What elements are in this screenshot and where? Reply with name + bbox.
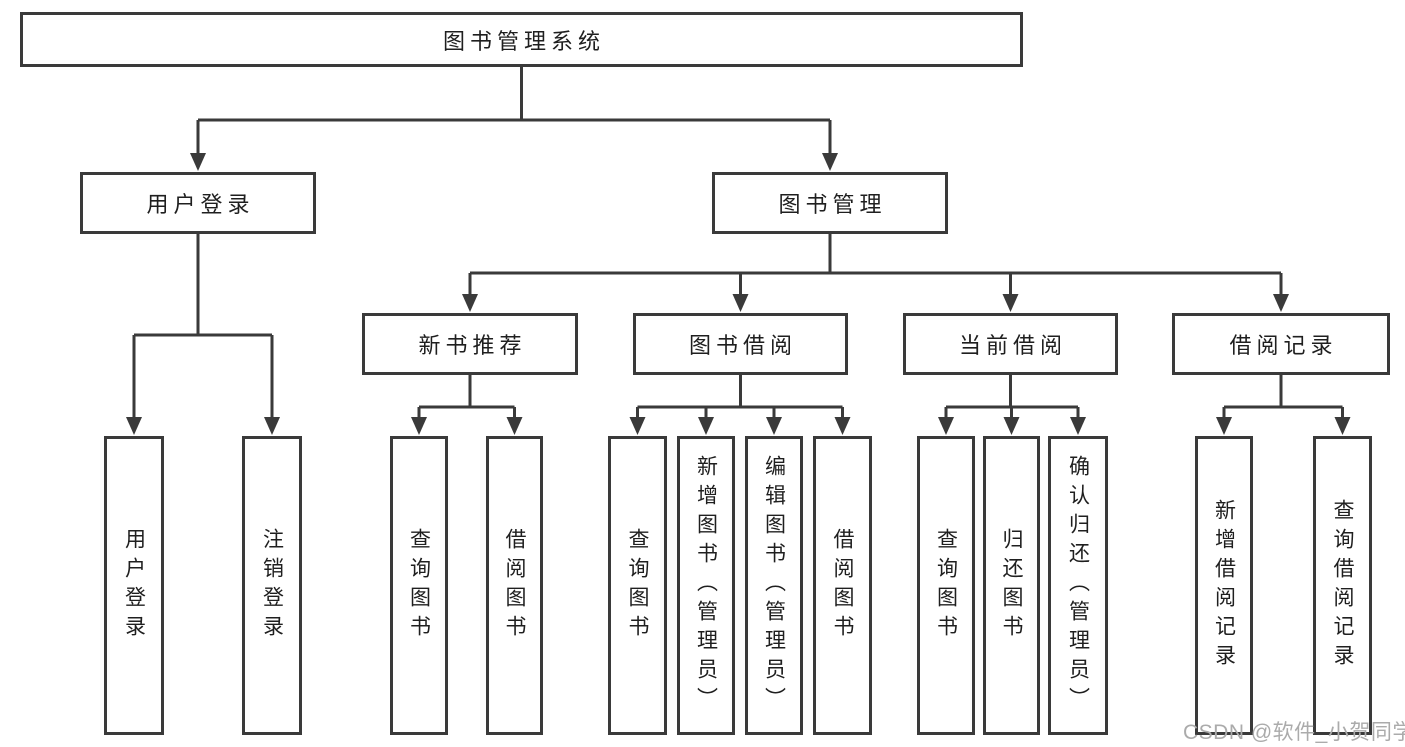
leaf-borrow-books-2: 借阅图书 (813, 436, 872, 735)
node-new-book-recommendation: 新书推荐 (362, 313, 578, 375)
leaf-label: 查询借阅记录 (1331, 498, 1354, 673)
leaf-query-books-3: 查询图书 (917, 436, 975, 735)
leaf-label: 借阅图书 (503, 527, 526, 644)
leaf-label: 注销登录 (260, 527, 284, 644)
leaf-add-book-admin: 新增图书（管理员） (677, 436, 735, 735)
leaf-label: 编辑图书（管理员） (762, 455, 786, 716)
leaf-edit-book-admin: 编辑图书（管理员） (745, 436, 803, 735)
leaf-confirm-return-admin: 确认归还（管理员） (1048, 436, 1108, 735)
leaf-label: 查询图书 (934, 527, 958, 644)
leaf-label: 用户登录 (122, 527, 146, 644)
node-book-borrowing: 图书借阅 (633, 313, 848, 375)
leaf-logout: 注销登录 (242, 436, 302, 735)
leaf-label: 查询图书 (407, 527, 431, 644)
node-book-management: 图书管理 (712, 172, 948, 234)
node-current-borrowing: 当前借阅 (903, 313, 1118, 375)
leaf-query-books-1: 查询图书 (390, 436, 448, 735)
leaf-query-books-2: 查询图书 (608, 436, 667, 735)
leaf-add-borrow-record: 新增借阅记录 (1195, 436, 1253, 735)
node-root: 图书管理系统 (20, 12, 1023, 67)
leaf-query-borrow-record: 查询借阅记录 (1313, 436, 1372, 735)
leaf-borrow-books-1: 借阅图书 (486, 436, 543, 735)
leaf-label: 借阅图书 (831, 527, 854, 644)
leaf-label: 新增图书（管理员） (694, 455, 718, 716)
leaf-label: 确认归还（管理员） (1066, 455, 1090, 716)
leaf-user-login: 用户登录 (104, 436, 164, 735)
node-borrowing-records: 借阅记录 (1172, 313, 1390, 375)
leaf-label: 新增借阅记录 (1212, 498, 1236, 673)
watermark: CSDN @软件_小贺同学 (1183, 721, 1405, 744)
node-user-login: 用户登录 (80, 172, 316, 234)
leaf-label: 归还图书 (1000, 527, 1023, 644)
leaf-return-books: 归还图书 (983, 436, 1040, 735)
leaf-label: 查询图书 (626, 527, 649, 644)
